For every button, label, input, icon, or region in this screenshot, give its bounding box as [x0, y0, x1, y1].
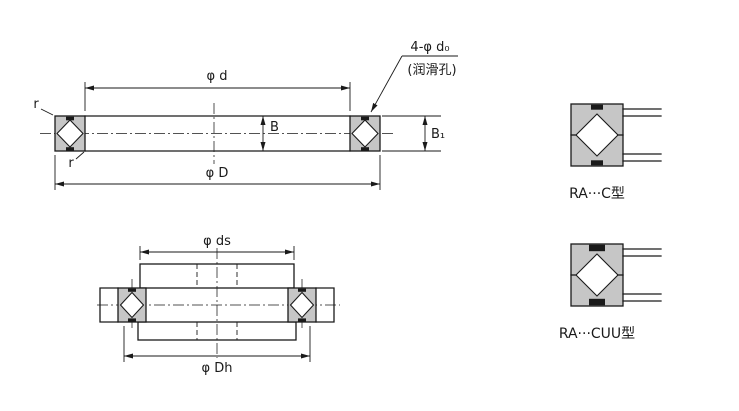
dim-phi-d-label: φ d [207, 69, 228, 84]
dimension-phi-Dh: φ Dh [123, 326, 311, 376]
dimension-B1: B₁ [382, 115, 445, 152]
dimension-phi-ds: φ ds [139, 234, 295, 260]
top-clamp-plate [139, 263, 295, 289]
right-seal-mark-bottom [361, 147, 369, 151]
left-seal-mark-bottom [66, 147, 74, 151]
mounting-cross-section-view: φ ds φ Dh [97, 234, 340, 376]
bottom-clamp-plate [137, 321, 297, 341]
note-leader-line [370, 55, 403, 113]
dim-B-label: B [270, 120, 279, 135]
left-bearing-seal-top [128, 288, 136, 292]
dim-phi-D-label: φ D [206, 166, 229, 181]
right-seal-mark-top [361, 116, 369, 121]
type-cuu-seal-bottom [589, 298, 605, 306]
right-housing [315, 287, 335, 323]
type-c-retainer-top [591, 104, 603, 110]
holes-cn-label: (润滑孔) [407, 63, 456, 78]
r-label-bottom: r [68, 156, 74, 171]
dim-phi-Dh-label: φ Dh [202, 361, 233, 376]
detail-type-cuu: RA···CUU型 [559, 243, 662, 342]
r-label-top: r [33, 97, 39, 112]
dim-B1-label: B₁ [431, 127, 445, 142]
bearing-cross-section-view: φ d φ D B B₁ 4-φ [33, 40, 458, 190]
dimension-phi-D: φ D [54, 155, 381, 190]
left-seal-mark-top [66, 116, 74, 121]
right-bearing-seal-top [298, 288, 306, 292]
dim-phi-ds-label: φ ds [203, 234, 231, 249]
left-mounted-roller [119, 291, 145, 319]
left-housing [99, 287, 119, 323]
detail-type-c: RA···C型 [569, 103, 662, 202]
dimension-B: B [260, 116, 279, 151]
radius-labels: r r [33, 97, 85, 171]
left-bearing-seal-bottom [128, 318, 136, 322]
type-cuu-roller [575, 253, 619, 297]
right-crossed-roller [351, 119, 379, 148]
holes-count-label: 4-φ d₀ [410, 40, 449, 55]
right-mounted-roller [289, 291, 315, 319]
lubrication-holes-note: 4-φ d₀ (润滑孔) [370, 40, 458, 113]
type-c-roller [575, 113, 619, 157]
type-cuu-label: RA···CUU型 [559, 326, 635, 342]
dimension-phi-d: φ d [84, 69, 351, 111]
left-crossed-roller [56, 119, 84, 148]
type-cuu-seal-top [589, 244, 605, 252]
right-bearing-seal-bottom [298, 318, 306, 322]
type-c-retainer-bottom [591, 160, 603, 166]
type-c-label: RA···C型 [569, 186, 625, 202]
